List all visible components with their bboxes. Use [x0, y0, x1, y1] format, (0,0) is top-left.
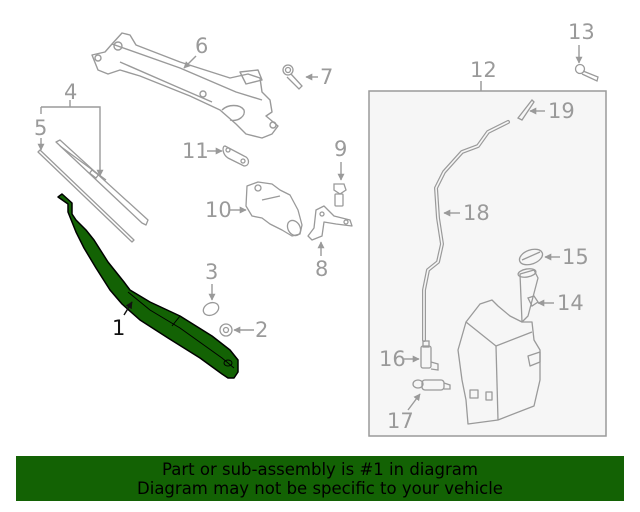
- callout-14[interactable]: 14: [557, 291, 584, 315]
- callout-9[interactable]: 9: [334, 137, 348, 161]
- washer-reservoir-part-12[interactable]: [457, 267, 541, 425]
- nut-part-2[interactable]: [219, 323, 233, 337]
- callout-19[interactable]: 19: [548, 99, 575, 123]
- callout-4[interactable]: 4: [64, 80, 78, 104]
- callout-5[interactable]: 5: [34, 116, 48, 140]
- callout-8[interactable]: 8: [315, 257, 329, 281]
- connector-part-19[interactable]: [517, 99, 535, 121]
- bolt-part-9[interactable]: [333, 183, 347, 207]
- part-info-banner: Part or sub-assembly is #1 in diagram Di…: [16, 456, 624, 501]
- leader-line-part-1: [123, 301, 133, 316]
- level-sensor-part-17[interactable]: [412, 379, 451, 391]
- leader-lines: [37, 45, 583, 411]
- callout-1[interactable]: 1: [112, 316, 126, 340]
- callout-16[interactable]: 16: [379, 347, 406, 371]
- callout-13[interactable]: 13: [568, 20, 595, 44]
- wiper-arm-part-1[interactable]: [57, 193, 239, 379]
- reservoir-group-box: [368, 81, 607, 437]
- wiper-blade-part-4-5[interactable]: [37, 139, 149, 243]
- reservoir-cap-part-15[interactable]: [517, 246, 544, 267]
- callout-10[interactable]: 10: [205, 198, 232, 222]
- callout-17[interactable]: 17: [387, 409, 414, 433]
- bolt-part-7[interactable]: [282, 64, 303, 90]
- banner-line-2: Diagram may not be specific to your vehi…: [137, 479, 503, 498]
- bracket-part-8[interactable]: [307, 205, 353, 241]
- washer-pump-part-16[interactable]: [420, 340, 439, 371]
- banner-line-1: Part or sub-assembly is #1 in diagram: [162, 460, 478, 479]
- bolt-part-13[interactable]: [574, 63, 599, 82]
- callout-12[interactable]: 12: [470, 58, 497, 82]
- callout-18[interactable]: 18: [463, 201, 490, 225]
- callout-7[interactable]: 7: [320, 65, 334, 89]
- link-plate-part-11[interactable]: [222, 145, 250, 167]
- callout-15[interactable]: 15: [562, 245, 589, 269]
- callout-2[interactable]: 2: [255, 318, 269, 342]
- wiper-linkage-part-6[interactable]: [91, 32, 279, 139]
- callout-3[interactable]: 3: [205, 260, 219, 284]
- cap-part-3[interactable]: [201, 300, 221, 318]
- wiper-motor-part-10[interactable]: [245, 181, 303, 238]
- callout-6[interactable]: 6: [195, 34, 209, 58]
- callout-11[interactable]: 11: [182, 139, 209, 163]
